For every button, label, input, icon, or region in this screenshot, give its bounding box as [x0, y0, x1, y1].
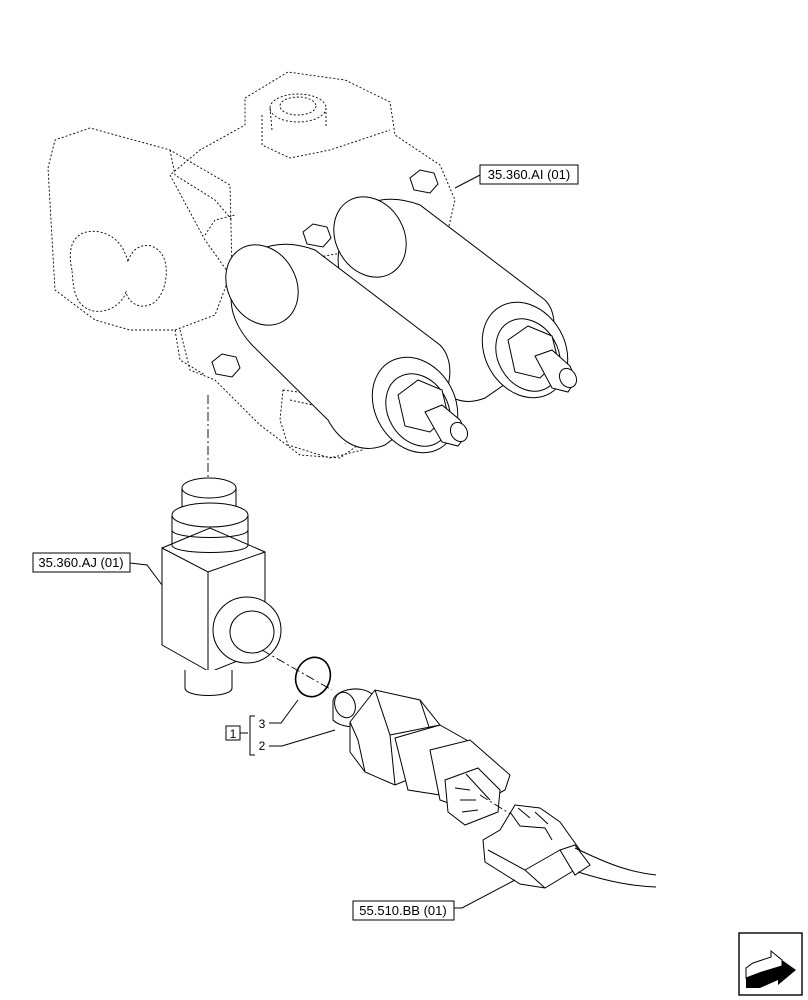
- callout-valve[interactable]: 35.360.AI (01): [454, 164, 579, 189]
- harness-connector: [482, 804, 657, 889]
- callout-adapter-label: 35.360.AJ (01): [38, 555, 123, 570]
- callout-adapter[interactable]: 35.360.AJ (01): [32, 552, 163, 586]
- callout-connector[interactable]: 55.510.BB (01): [352, 879, 516, 921]
- item-group: 1 3 2: [225, 699, 336, 756]
- solenoid-valve-assembly: [47, 71, 578, 459]
- item-group-box-label: 1: [230, 727, 237, 741]
- item-number-2: 2: [259, 739, 266, 753]
- o-ring: [294, 656, 332, 698]
- callout-valve-label: 35.360.AI (01): [488, 167, 570, 182]
- next-page-arrow-icon[interactable]: [738, 932, 803, 996]
- item-number-3: 3: [259, 717, 266, 731]
- pressure-switch: [332, 688, 521, 826]
- callout-connector-label: 55.510.BB (01): [359, 903, 446, 918]
- tee-adapter-fitting: [161, 395, 333, 696]
